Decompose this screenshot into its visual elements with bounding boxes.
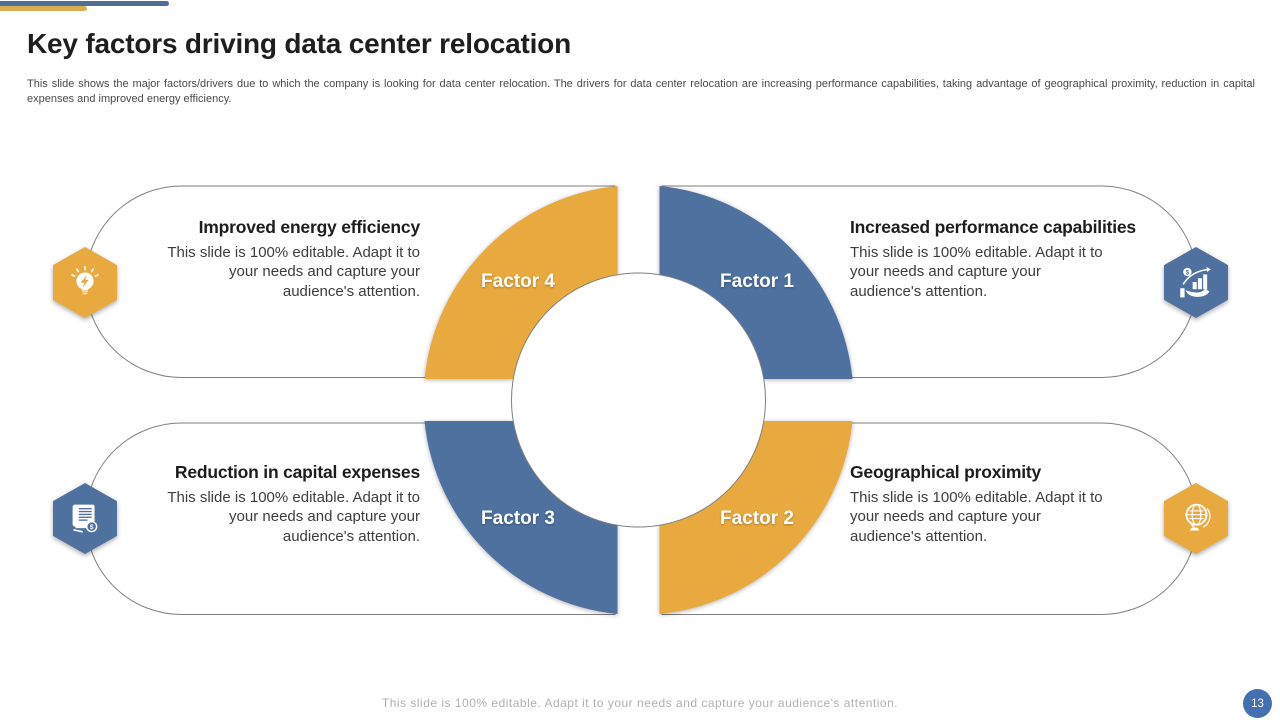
quarter-segment-factor-4: [424, 186, 618, 379]
quadrant-description: This slide is 100% editable. Adapt it to…: [167, 244, 420, 300]
coin-symbol: $: [90, 524, 94, 531]
accent-bar-blue: [0, 1, 169, 6]
quadrant-bottom-left-text: Reduction in capital expenses This slide…: [40, 462, 420, 546]
quadrant-title: Geographical proximity: [850, 462, 1042, 482]
factor-3-label: Factor 3: [481, 508, 555, 529]
hexagon-blue: $: [53, 483, 117, 554]
quarter-segment-factor-1: [659, 186, 853, 379]
invoice-icon: $: [72, 504, 98, 533]
quarter-segment-factor-2: [659, 421, 853, 614]
globe-stand: [1189, 527, 1200, 530]
factor-1-label: Factor 1: [720, 271, 794, 292]
factor-2-icon-badge: [1164, 483, 1228, 554]
globe-arm: [1202, 507, 1211, 528]
slide-title: Key factors driving data center relocati…: [27, 28, 571, 59]
page-number: 13: [1251, 697, 1264, 710]
lightning-bolt: [80, 274, 89, 288]
growth-hand-icon: $: [1180, 266, 1211, 297]
quadrant-description: This slide is 100% editable. Adapt it to…: [850, 244, 1103, 300]
center-circle: [511, 272, 766, 528]
invoice-lines: [78, 507, 92, 521]
factor-1-icon-badge: $: [1164, 247, 1228, 318]
factor-2-label: Factor 2: [720, 508, 794, 529]
hexagon-blue: $: [1164, 247, 1228, 318]
hand: [1185, 287, 1210, 297]
quadrant-description: This slide is 100% editable. Adapt it to…: [167, 489, 420, 545]
footer-note: This slide is 100% editable. Adapt it to…: [381, 696, 899, 710]
quadrant-top-right-text: Increased performance capabilities This …: [850, 217, 1230, 301]
hexagon-gold: [1164, 483, 1228, 554]
quadrant-title: Reduction in capital expenses: [174, 462, 420, 482]
lightbulb-icon: [71, 265, 99, 294]
quadrant-top-left-text: Improved energy efficiency This slide is…: [40, 217, 420, 301]
factor-3-icon-badge: $: [53, 483, 117, 554]
bulb-rays: [71, 265, 99, 277]
hexagon-gold: [53, 247, 117, 318]
slide-subtitle: This slide shows the major factors/drive…: [27, 78, 1255, 105]
globe-icon: [1185, 503, 1211, 530]
factor-4-icon-badge: [53, 247, 117, 318]
accent-bar-gold: [0, 6, 87, 11]
quadrant-description: This slide is 100% editable. Adapt it to…: [850, 489, 1103, 545]
pen: [73, 528, 83, 533]
quarter-segment-factor-3: [424, 421, 618, 614]
page-number-badge: 13: [1243, 689, 1272, 718]
coin-symbol: $: [1186, 269, 1190, 276]
quadrant-title: Increased performance capabilities: [850, 217, 1136, 237]
quadrant-title: Improved energy efficiency: [198, 217, 421, 237]
quadrant-bottom-right-text: Geographical proximity This slide is 100…: [850, 462, 1230, 546]
factor-4-label: Factor 4: [481, 271, 555, 292]
